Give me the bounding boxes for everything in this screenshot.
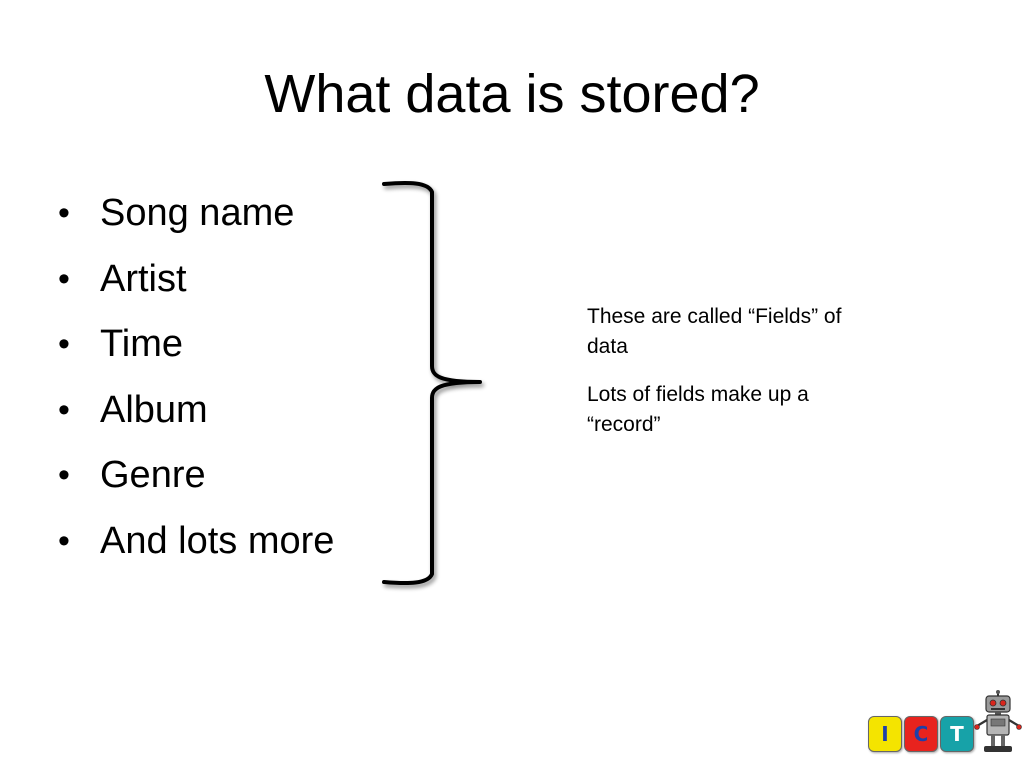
bullet-item: • Artist	[58, 250, 334, 316]
bullet-item: • Time	[58, 315, 334, 381]
fields-note: These are called “Fields” of data	[587, 305, 842, 358]
bullet-text: Genre	[100, 454, 206, 496]
bullet-item: • And lots more	[58, 512, 334, 578]
bullet-icon: •	[58, 194, 70, 232]
bullet-icon: •	[58, 456, 70, 494]
robot-icon	[974, 690, 1022, 752]
bullet-icon: •	[58, 259, 70, 298]
logo-tile-i: I	[868, 716, 902, 752]
slide-title: What data is stored?	[264, 64, 760, 124]
bullet-item: • Song name	[58, 184, 334, 250]
bullet-text: And lots more	[100, 519, 335, 562]
ict-logo: I C T	[866, 690, 1022, 760]
notes-block: These are called “Fields” of data Lots o…	[587, 302, 887, 458]
right-curly-brace-icon	[382, 181, 482, 585]
logo-tile-t: T	[940, 716, 974, 752]
record-note: Lots of fields make up a “record”	[587, 383, 809, 436]
logo-letter-c: C	[913, 722, 929, 746]
logo-letter-t: T	[950, 722, 964, 746]
logo-tile-c: C	[904, 716, 938, 752]
bullet-text: Time	[100, 323, 184, 365]
bullet-item: • Album	[58, 381, 334, 447]
bullet-icon: •	[58, 521, 70, 560]
logo-letter-i: I	[881, 722, 889, 746]
bullet-icon: •	[58, 325, 70, 363]
bullet-icon: •	[58, 390, 70, 429]
bullet-text: Song name	[100, 192, 295, 234]
bullet-text: Album	[100, 388, 208, 431]
bullet-list: • Song name • Artist • Time • Album • Genre •…	[58, 184, 334, 577]
bullet-item: • Genre	[58, 446, 334, 512]
bullet-text: Artist	[100, 257, 187, 300]
